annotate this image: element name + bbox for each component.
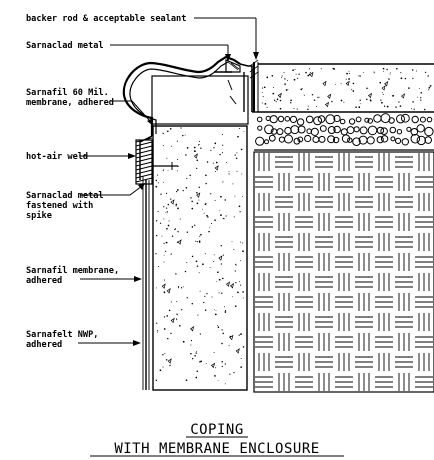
leader-lines: [78, 17, 259, 346]
title-line1: COPING: [190, 422, 244, 438]
backer-rod-sealant: [225, 59, 241, 73]
spike-fastener: [152, 162, 178, 170]
callout-labels: backer rod & acceptable sealant Sarnacla…: [26, 14, 186, 350]
label-sarnafil-60-line2: membrane, adhered: [26, 98, 114, 108]
concrete-wall: [152, 125, 248, 391]
label-hot-air-weld: hot-air weld: [26, 151, 88, 162]
slab-stipple: [261, 67, 432, 111]
title-line2: WITH MEMBRANE ENCLOSURE: [114, 441, 319, 457]
coping-block: [151, 75, 249, 125]
masonry-backup: [253, 151, 434, 393]
label-sarnafelt-line1: Sarnafelt NWP,: [26, 330, 98, 340]
label-sarnafil-60-line1: Sarnafil 60 Mil.: [26, 87, 109, 98]
label-sarnafelt-line2: adhered: [26, 340, 62, 350]
label-sarnafil-membrane-line1: Sarnafil membrane,: [26, 265, 119, 276]
masonry-hatch: [255, 153, 433, 391]
label-sarnaclad-fastened-line2: fastened with: [26, 200, 93, 211]
label-sarnaclad-fastened-line3: spike: [26, 210, 52, 221]
wall-membrane-layers: [135, 135, 153, 390]
label-sarnaclad-fastened-line1: Sarnaclad metal: [26, 191, 104, 201]
label-sarnafil-membrane-line2: adhered: [26, 276, 62, 286]
wall-hatch-marks: [227, 79, 237, 105]
label-backer-rod: backer rod & acceptable sealant: [26, 14, 186, 24]
gravel-layer: [254, 113, 434, 151]
hot-air-weld-hatch: [135, 137, 153, 185]
drawing-title: COPING WITH MEMBRANE ENCLOSURE: [90, 422, 344, 457]
concrete-stipple: [155, 127, 245, 385]
label-sarnaclad-metal: Sarnaclad metal: [26, 41, 104, 51]
roof-slab: [252, 62, 434, 113]
parapet-membrane-hatch: [249, 59, 259, 79]
